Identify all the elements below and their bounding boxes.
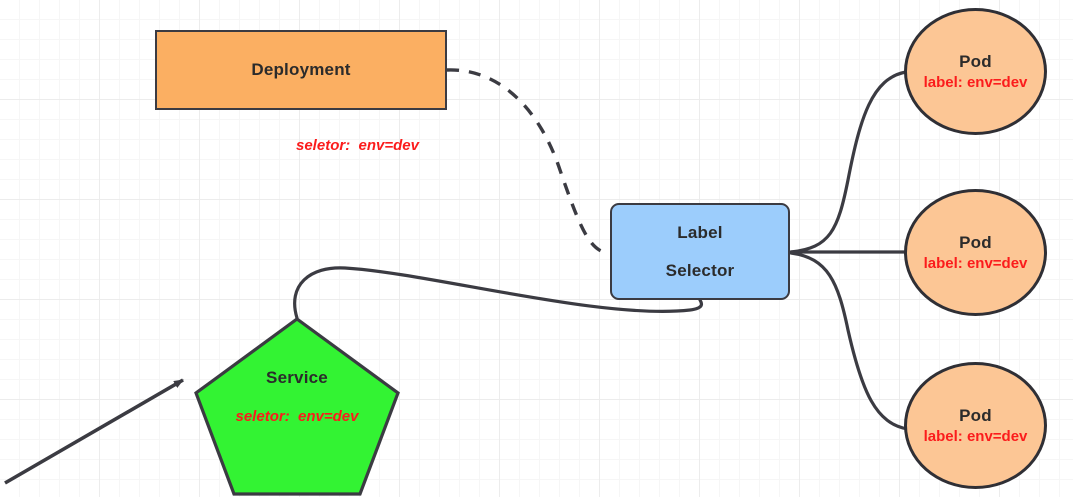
pod-3-selector-label: label: env=dev [923,428,1028,445]
deployment-selector-text: seletor: env=dev [296,137,419,154]
pod-node-2[interactable]: Pod label: env=dev [904,189,1047,316]
pod-node-1[interactable]: Pod label: env=dev [904,8,1047,135]
pod-node-3[interactable]: Pod label: env=dev [904,362,1047,489]
service-label: Service [266,368,328,387]
edge-external-to-service [4,378,184,485]
deployment-node[interactable]: Deployment [155,30,447,110]
edge-deployment-to-label-selector [446,68,610,255]
label-selector-line1: Label [677,222,723,242]
label-selector-line2: Selector [665,260,735,280]
service-pentagon-shape [194,317,400,496]
pod-3-label: Pod [959,406,992,425]
pod-1-label: Pod [959,52,992,71]
pod-1-selector-label: label: env=dev [923,74,1028,91]
deployment-selector-caption: seletor: env=dev [296,137,456,155]
edge-label-selector-to-pod-1 [789,70,908,254]
deployment-label: Deployment [251,60,351,79]
edge-label-selector-to-pod-3 [789,251,910,431]
pod-2-label: Pod [959,233,992,252]
service-node[interactable]: Service seletor: env=dev [192,316,402,497]
service-content: Service seletor: env=dev [192,316,402,497]
label-selector-node[interactable]: Label Selector [610,203,790,300]
pod-2-selector-label: label: env=dev [923,255,1028,272]
service-selector-text: seletor: env=dev [235,408,359,425]
